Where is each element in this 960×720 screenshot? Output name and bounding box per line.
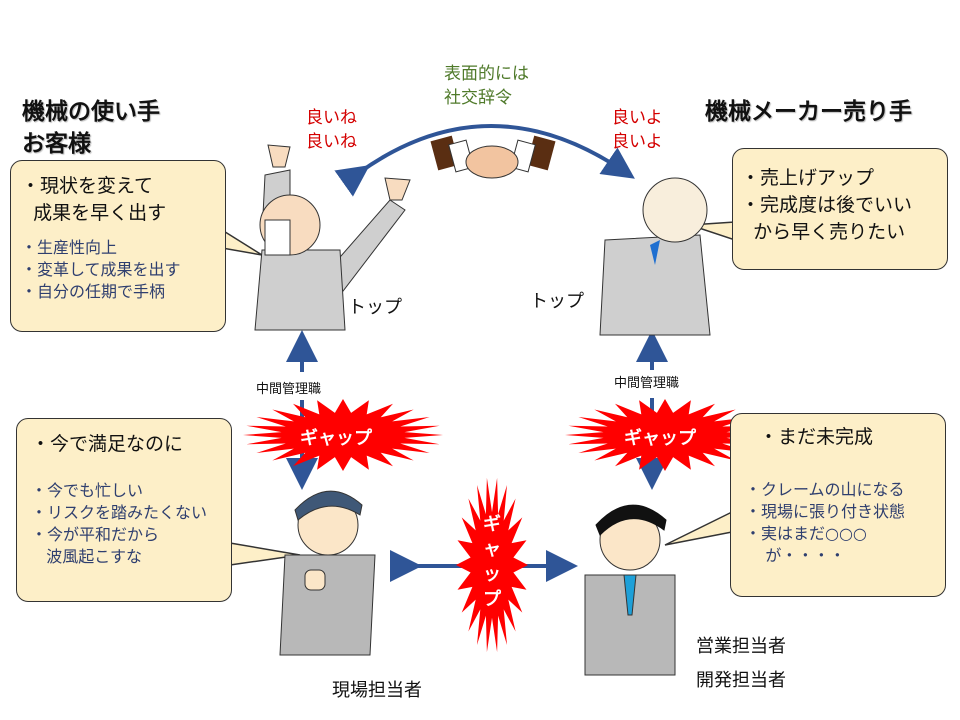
customer-bubble-sub-2: ・変革して成果を出す: [21, 260, 181, 279]
sales-bubble-sub-3: ・実はまだ○○○: [745, 524, 867, 543]
maker-bubble-main-3: から早く売りたい: [741, 221, 906, 243]
sales-bubble-main-1: ・まだ未完成: [759, 426, 874, 448]
gap-label-center: ギ ャ ッ プ: [480, 512, 504, 612]
bubble-tail-customer: [221, 228, 263, 256]
gap-center-char-2: ャ: [483, 539, 501, 560]
customer-title-line2: お客様: [22, 131, 91, 157]
maker-title: 機械メーカー売り手: [705, 99, 912, 125]
maker-bubble-main-1: ・売上げアップ: [741, 167, 875, 189]
burst-shape: [565, 399, 765, 471]
customer-bubble-sub-3: ・自分の任期で手柄: [21, 282, 166, 301]
customer-bubble-main-2: 成果を早く出す: [21, 202, 167, 224]
field-bubble-sub-3: ・今が平和だから: [31, 525, 160, 544]
gap-center-char-3: ッ: [483, 564, 501, 585]
maker-top-label: トップ: [530, 291, 584, 312]
burst-shape: [456, 477, 528, 653]
sales-staff-label: 営業担当者: [696, 636, 786, 657]
maker-bubble-main-2: ・完成度は後でいい: [741, 194, 913, 216]
dev-staff-label: 開発担当者: [696, 670, 786, 691]
gap-center-char-1: ギ: [483, 514, 501, 535]
bubble-tail-sales: [664, 510, 733, 546]
gap-label-left: ギャップ: [300, 428, 372, 449]
maker-reaction: 良いよ 良いよ: [612, 106, 663, 154]
middle-management-right: 中間管理職: [614, 372, 680, 391]
gap-burst-center: [456, 477, 528, 653]
field-bubble-sub-1: ・今でも忙しい: [31, 481, 144, 500]
maker-reaction-line1: 良いよ: [612, 108, 663, 128]
maker-reaction-line2: 良いよ: [612, 132, 663, 152]
customer-speech-bubble: ・現状を変えて 成果を早く出す ・生産性向上 ・変革して成果を出す ・自分の任期…: [10, 160, 226, 332]
gap-center-char-4: プ: [483, 589, 501, 610]
customer-title-line1: 機械の使い手: [22, 99, 160, 125]
customer-bubble-sub-1: ・生産性向上: [21, 238, 118, 257]
gap-burst-right: [565, 399, 765, 471]
customer-top-label: トップ: [348, 297, 402, 318]
handshake-icon: [430, 135, 556, 179]
burst-shape: [243, 399, 443, 471]
field-staff-speech-bubble: ・今で満足なのに ・今でも忙しい ・リスクを踏みたくない ・今が平和だから 波風…: [16, 418, 232, 602]
gap-burst-left: [243, 399, 443, 471]
field-staff-figure: [279, 490, 376, 656]
gap-label-right: ギャップ: [624, 428, 696, 449]
field-bubble-main-1: ・今で満足なのに: [31, 433, 184, 455]
field-bubble-sub-4: 波風起こすな: [31, 547, 142, 566]
sales-bubble-sub-1: ・クレームの山になる: [745, 480, 905, 499]
top-arc-arrow: [334, 124, 635, 197]
customer-reaction-line1: 良いね: [306, 108, 357, 128]
customer-reaction: 良いね 良いね: [306, 106, 357, 154]
customer-title: 機械の使い手 お客様: [22, 96, 160, 160]
surface-text-line1: 表面的には: [444, 64, 529, 84]
sales-dev-speech-bubble: ・まだ未完成 ・クレームの山になる ・現場に張り付き状態 ・実はまだ○○○ が・…: [730, 413, 946, 597]
middle-management-left: 中間管理職: [256, 378, 322, 397]
surface-text: 表面的には 社交辞令: [444, 62, 529, 110]
customer-top-figure: [254, 144, 411, 331]
sales-bubble-sub-2: ・現場に張り付き状態: [745, 502, 906, 521]
maker-top-figure: [599, 177, 711, 336]
maker-speech-bubble: ・売上げアップ ・完成度は後でいい から早く売りたい: [732, 148, 948, 270]
field-staff-label: 現場担当者: [332, 680, 422, 701]
customer-bubble-main-1: ・現状を変えて: [21, 175, 154, 197]
customer-reaction-line2: 良いね: [306, 132, 357, 152]
sales-dev-figure: [584, 504, 676, 676]
sales-bubble-sub-4: が・・・・: [745, 546, 846, 565]
sales-dev-label: 営業担当者 開発担当者: [696, 630, 786, 698]
field-bubble-sub-2: ・リスクを踏みたくない: [31, 503, 208, 522]
surface-text-line2: 社交辞令: [444, 88, 512, 108]
